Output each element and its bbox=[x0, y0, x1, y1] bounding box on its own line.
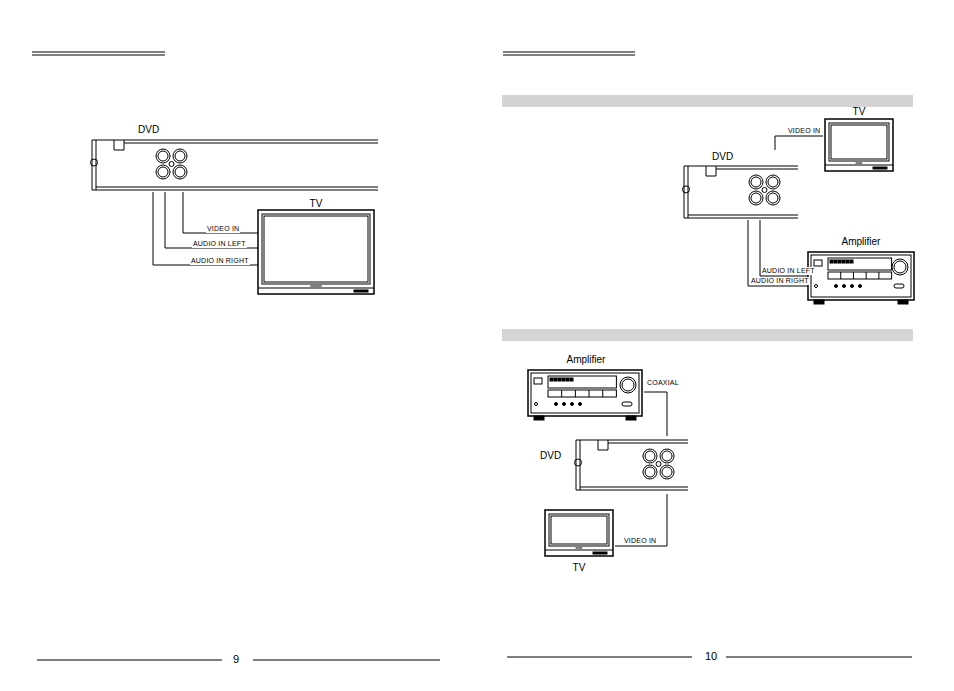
signal-cable bbox=[183, 192, 258, 233]
connection-label: AUDIO IN RIGHT bbox=[190, 257, 250, 265]
unit-name: DVD bbox=[540, 450, 561, 462]
dvd-unit: DVD bbox=[88, 122, 378, 192]
unit-name: Amplifier bbox=[842, 236, 881, 248]
unit-name: Amplifier bbox=[567, 354, 606, 366]
page-number: 9 bbox=[230, 653, 242, 665]
page-number: 10 bbox=[702, 650, 720, 662]
section-bar bbox=[502, 329, 913, 341]
signal-cable bbox=[153, 192, 258, 265]
unit-name: TV bbox=[853, 106, 866, 118]
connection-label: AUDIO IN LEFT bbox=[761, 267, 816, 275]
signal-cable bbox=[165, 192, 258, 248]
unit-name: TV bbox=[573, 562, 586, 574]
section-bar bbox=[502, 95, 913, 107]
dvd-drawing bbox=[540, 436, 688, 494]
dvd-drawing bbox=[680, 150, 798, 220]
unit-name: TV bbox=[310, 198, 323, 210]
unit-name: DVD bbox=[712, 151, 733, 163]
dvd-unit: DVD bbox=[680, 150, 798, 220]
signal-cable bbox=[644, 392, 667, 436]
connection-label: VIDEO IN bbox=[787, 127, 821, 135]
amp-unit: Amplifier bbox=[808, 234, 914, 308]
connection-label: AUDIO IN LEFT bbox=[192, 240, 247, 248]
dvd-drawing bbox=[88, 122, 378, 192]
connection-label: VIDEO IN bbox=[623, 537, 657, 545]
connection-label: COAXIAL bbox=[646, 379, 680, 387]
connection-label: VIDEO IN bbox=[206, 225, 240, 233]
connection-label: AUDIO IN RIGHT bbox=[750, 277, 810, 285]
tv-unit: TV bbox=[543, 510, 615, 576]
tv-drawing bbox=[258, 198, 374, 294]
tv-unit: TV bbox=[258, 198, 374, 294]
amp-unit: Amplifier bbox=[528, 352, 644, 422]
signal-cable bbox=[775, 136, 823, 150]
unit-name: DVD bbox=[138, 124, 159, 136]
tv-unit: TV bbox=[823, 106, 895, 172]
dvd-unit: DVD bbox=[540, 436, 688, 494]
signal-cable bbox=[615, 494, 667, 546]
